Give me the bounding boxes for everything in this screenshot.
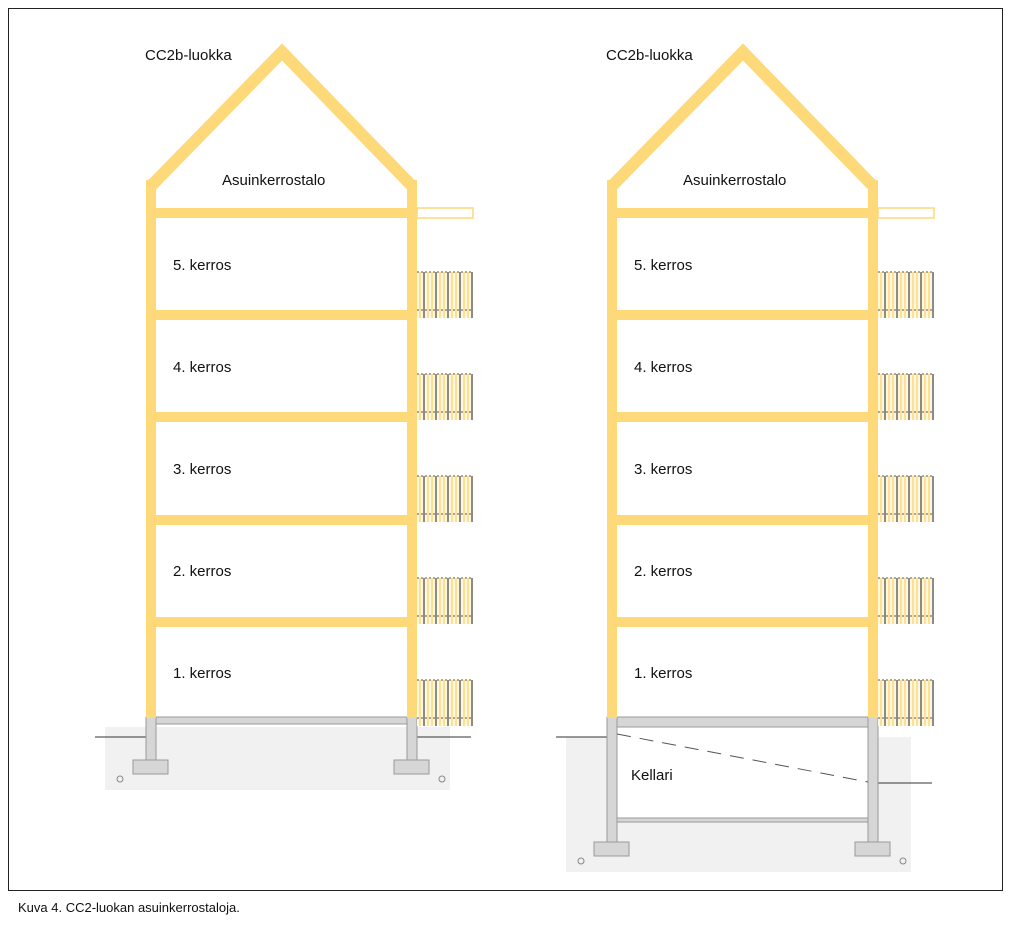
floor-label: 1. kerros xyxy=(634,665,692,682)
soil-area xyxy=(105,727,450,790)
drain-pipe-icon xyxy=(438,775,446,783)
foundation-slab xyxy=(145,716,418,725)
drain-pipe-icon xyxy=(116,775,124,783)
exterior-wall xyxy=(868,180,878,718)
balcony-railing xyxy=(878,475,934,522)
exterior-wall xyxy=(146,180,156,718)
footing xyxy=(593,841,630,857)
building-type-label: Asuinkerrostalo xyxy=(222,172,325,189)
floor-label: 4. kerros xyxy=(634,359,692,376)
floor-label: 3. kerros xyxy=(634,461,692,478)
floor-slab xyxy=(146,412,417,422)
figure-frame xyxy=(8,8,1003,891)
ground-level-dashed-line xyxy=(616,733,869,783)
floor-slab xyxy=(607,208,878,218)
basement-label: Kellari xyxy=(631,767,673,784)
floor-label: 5. kerros xyxy=(173,257,231,274)
floor-label: 4. kerros xyxy=(173,359,231,376)
floor-slab xyxy=(146,515,417,525)
foundation-slab xyxy=(606,716,879,728)
floor-slab xyxy=(146,617,417,627)
floor-slab xyxy=(607,310,878,320)
footing xyxy=(393,759,430,775)
foundation-wall xyxy=(606,716,618,843)
balcony-railing xyxy=(878,373,934,420)
floor-label: 5. kerros xyxy=(634,257,692,274)
balcony-railing xyxy=(417,577,473,624)
balcony-railing xyxy=(878,271,934,318)
basement-floor xyxy=(616,817,869,823)
balcony-railing xyxy=(878,679,934,726)
building-type-label: Asuinkerrostalo xyxy=(683,172,786,189)
balcony-railing xyxy=(878,577,934,624)
figure-caption: Kuva 4. CC2-luokan asuinkerrostaloja. xyxy=(18,900,240,915)
floor-label: 2. kerros xyxy=(634,563,692,580)
consequence-class-label: CC2b-luokka xyxy=(606,47,693,64)
exterior-wall xyxy=(607,180,617,718)
balcony-railing xyxy=(417,373,473,420)
footing xyxy=(132,759,169,775)
drain-pipe-icon xyxy=(899,857,907,865)
foundation-wall xyxy=(867,716,879,843)
exterior-wall xyxy=(407,180,417,718)
floor-slab xyxy=(607,412,878,422)
floor-slab xyxy=(607,617,878,627)
foundation-wall xyxy=(406,716,418,761)
balcony-railing xyxy=(417,271,473,318)
canopy xyxy=(416,207,474,219)
drain-pipe-icon xyxy=(577,857,585,865)
balcony-railing xyxy=(417,679,473,726)
roof xyxy=(607,43,878,191)
floor-slab xyxy=(146,310,417,320)
floor-label: 2. kerros xyxy=(173,563,231,580)
footing xyxy=(854,841,891,857)
floor-slab xyxy=(607,515,878,525)
balcony-railing xyxy=(417,475,473,522)
foundation-wall xyxy=(145,716,157,761)
floor-slab xyxy=(146,208,417,218)
canopy xyxy=(877,207,935,219)
roof xyxy=(146,43,417,191)
floor-label: 3. kerros xyxy=(173,461,231,478)
consequence-class-label: CC2b-luokka xyxy=(145,47,232,64)
floor-label: 1. kerros xyxy=(173,665,231,682)
